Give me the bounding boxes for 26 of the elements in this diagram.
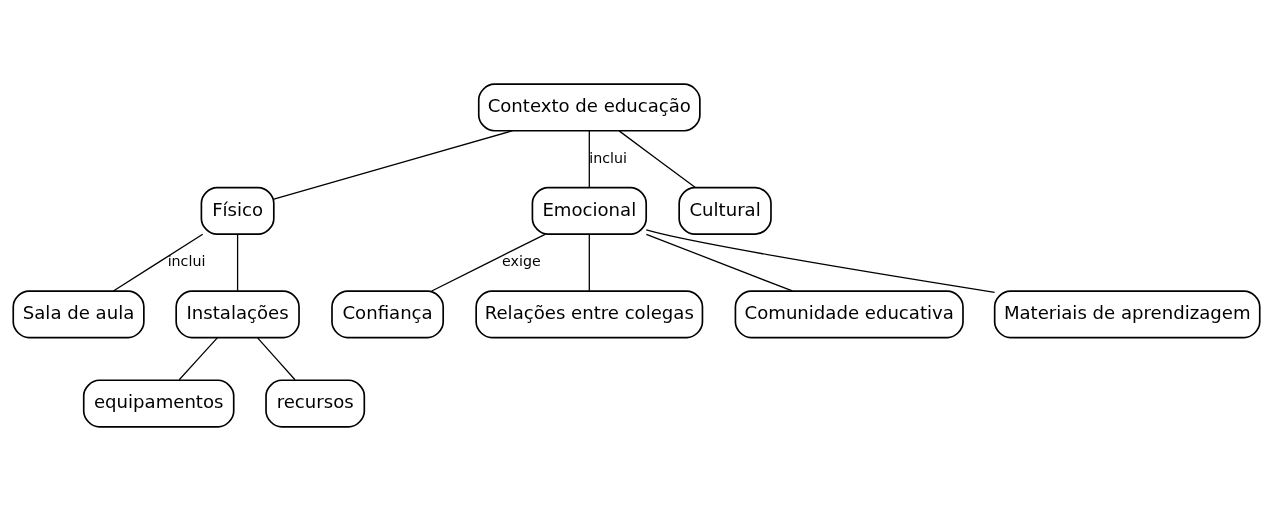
connector (618, 129, 696, 188)
connector (645, 233, 793, 292)
edge-label: inclui (167, 252, 206, 269)
connector (588, 233, 590, 291)
node-box: Confiança (331, 289, 445, 338)
node-box: recursos (265, 378, 366, 428)
connector (256, 336, 296, 380)
node-box: Relações entre colegas (475, 289, 704, 338)
node-box: Cultural (678, 186, 772, 235)
connector (178, 336, 218, 380)
connector (431, 233, 546, 292)
node-box: equipamentos (82, 378, 235, 428)
edge-label: exige (502, 252, 541, 269)
connector (645, 228, 996, 293)
node-box: Materiais de aprendizagem (993, 289, 1261, 338)
node-box: Instalações (175, 289, 300, 338)
node-box: Sala de aula (12, 289, 145, 338)
node-box: Físico (200, 186, 275, 235)
connector (112, 233, 204, 292)
node-box: Contexto de educação (477, 82, 701, 132)
edge-label: inclui (589, 149, 627, 166)
node-box: Comunidade educativa (734, 289, 964, 338)
connector (236, 233, 239, 291)
connector (273, 129, 514, 200)
connector (588, 129, 590, 188)
node-box: Emocional (531, 186, 648, 235)
